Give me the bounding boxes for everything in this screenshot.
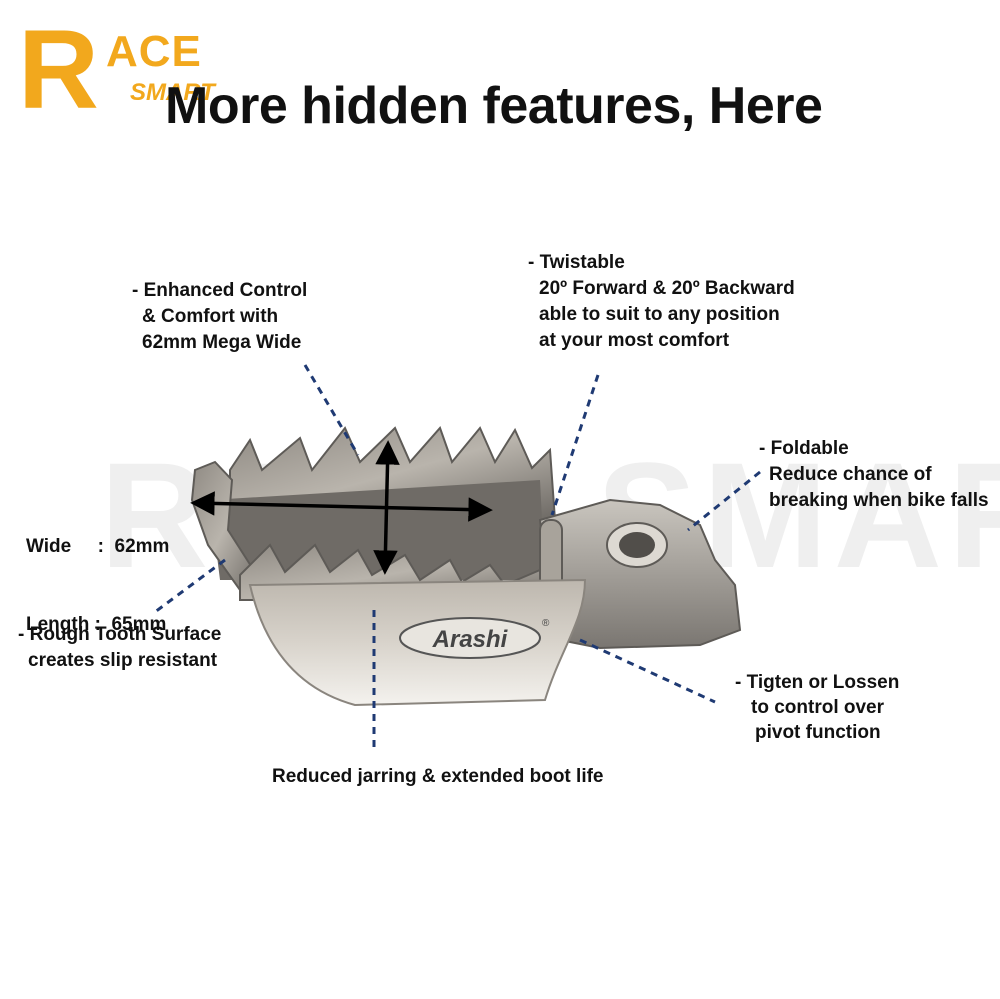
annotation-line: - Tigten or Lossen bbox=[735, 672, 900, 693]
logo-top-text: ACE bbox=[106, 27, 202, 76]
annotation-rough-tooth: - Rough Tooth Surface creates slip resis… bbox=[18, 622, 221, 674]
annotation-twistable: - Twistable 20º Forward & 20º Backward a… bbox=[528, 250, 795, 354]
brand-badge bbox=[399, 617, 541, 659]
leader-tighten bbox=[579, 638, 716, 704]
leader-enhanced bbox=[303, 364, 360, 456]
annotation-tighten: - Tigten or Lossen to control over pivot… bbox=[735, 670, 899, 745]
annotation-line: - Rough Tooth Surface bbox=[18, 624, 222, 645]
length-arrow bbox=[373, 440, 400, 575]
annotation-foldable: - Foldable Reduce chance of breaking whe… bbox=[759, 436, 989, 514]
dimension-length: Length : 65mm bbox=[26, 614, 167, 635]
logo-letter: R bbox=[18, 18, 99, 118]
page-title: More hidden features, Here bbox=[165, 77, 823, 135]
annotation-line: to control over bbox=[751, 697, 885, 718]
annotation-enhanced-control: - Enhanced Control & Comfort with 62mm M… bbox=[132, 278, 307, 356]
pivot-hole bbox=[619, 532, 655, 558]
annotation-line: Reduced jarring & extended boot life bbox=[272, 766, 604, 787]
annotation-line: & Comfort with bbox=[142, 306, 279, 327]
annotation-line: pivot function bbox=[755, 722, 881, 743]
leader-rough bbox=[154, 558, 226, 614]
leader-twistable bbox=[550, 374, 600, 516]
width-arrow bbox=[190, 491, 493, 522]
annotation-reduced-jarring: Reduced jarring & extended boot life bbox=[272, 764, 604, 790]
annotation-line: able to suit to any position bbox=[539, 304, 780, 325]
annotation-line: at your most comfort bbox=[539, 330, 730, 351]
annotation-line: 62mm Mega Wide bbox=[142, 332, 302, 353]
annotation-line: breaking when bike falls bbox=[769, 490, 989, 511]
annotation-line: Reduce chance of bbox=[769, 464, 932, 485]
annotation-line: - Twistable bbox=[528, 252, 625, 273]
registered-mark: ® bbox=[542, 618, 550, 629]
dimension-wide: Wide : 62mm bbox=[26, 536, 170, 557]
brand-name: Arashi bbox=[432, 626, 509, 653]
annotation-line: - Foldable bbox=[759, 438, 849, 459]
leader-foldable bbox=[687, 470, 761, 532]
annotation-line: 20º Forward & 20º Backward bbox=[539, 278, 795, 299]
logo-bottom-text: SMART bbox=[130, 79, 217, 106]
annotation-line: creates slip resistant bbox=[28, 650, 218, 671]
annotation-line: - Enhanced Control bbox=[132, 280, 308, 301]
annotation-dimensions: Wide : 62mm Length : 65mm bbox=[26, 482, 169, 690]
race-smart-logo: R ACE SMART bbox=[18, 18, 217, 118]
